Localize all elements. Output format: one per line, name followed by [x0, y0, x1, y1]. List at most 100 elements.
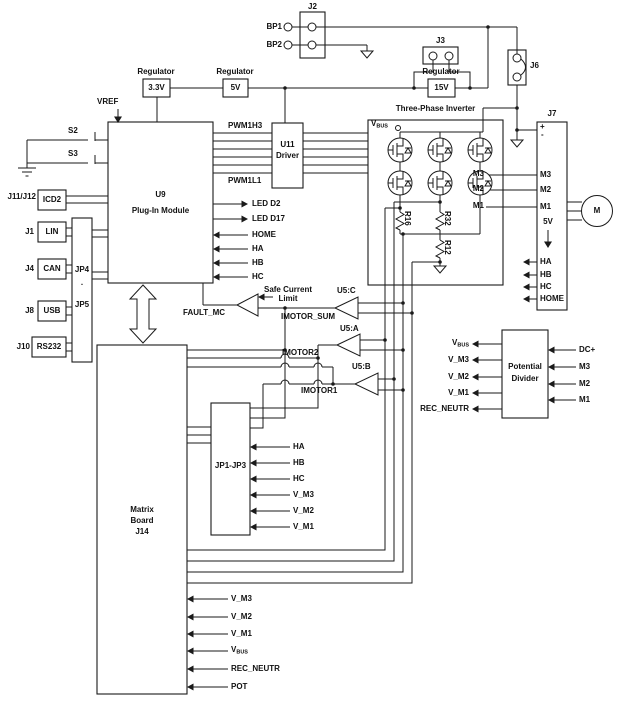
u5c-label: U5:C	[337, 286, 356, 295]
matrix-rec-neutr-label: REC_NEUTR	[231, 664, 280, 673]
u5c-opamp-icon	[333, 296, 359, 320]
regulator-3v3-title: Regulator	[137, 67, 175, 76]
j10-label: J10	[16, 342, 30, 351]
vbus-terminal	[395, 125, 401, 131]
inverter-internal-wires	[385, 131, 537, 266]
pin-circles	[283, 22, 613, 227]
divider-rec-neutr-label: REC_NEUTR	[420, 404, 469, 413]
imotor-sum-label: IMOTOR_SUM	[281, 312, 336, 321]
jp-ha-label: HA	[293, 442, 305, 451]
fault-mc-label: FAULT_MC	[183, 308, 226, 317]
inverter-vbus-label: VBUS	[371, 119, 388, 130]
potential-divider-box	[501, 329, 549, 419]
u9-ha-label: HA	[252, 244, 264, 253]
rs232-box	[31, 336, 67, 358]
j6-label: J6	[530, 61, 539, 70]
u9-hc-label: HC	[252, 272, 264, 281]
u11-box	[271, 122, 304, 189]
top-wires	[18, 26, 537, 177]
inverter-title: Three-Phase Inverter	[395, 104, 476, 113]
usb-box	[37, 300, 67, 322]
junction-dots	[283, 25, 519, 392]
j7-ha-label: HA	[540, 257, 552, 266]
motor-label: M	[593, 206, 601, 215]
divider-v-m3-label: V_M3	[448, 355, 469, 364]
r32-resistor-icon	[434, 211, 446, 231]
divider-v-m1-label: V_M1	[448, 388, 469, 397]
u5b-label: U5:B	[352, 362, 371, 371]
bp1-label: BP1	[266, 22, 282, 31]
u11-name: Driver	[275, 151, 300, 160]
safe-current-label-1: Safe Current	[263, 285, 312, 294]
led-d17-label: LED D17	[252, 214, 285, 223]
r12-label: R12	[443, 240, 452, 255]
pwm-and-u9-wires	[66, 132, 368, 352]
j7-label: J7	[547, 109, 557, 118]
jumper-block-box	[71, 217, 93, 363]
vbus-base: V	[231, 645, 237, 654]
divider-m2-label: M2	[579, 379, 591, 388]
j7-5v-label: 5V	[543, 217, 553, 226]
r16-label: R16	[403, 211, 412, 226]
j4-label: J4	[25, 264, 34, 273]
matrix-board-box	[96, 344, 188, 695]
divider-dc-plus-label: DC+	[579, 345, 596, 354]
analog-wires	[187, 283, 412, 444]
r12-resistor-icon	[434, 239, 446, 259]
j11-j12-label: J11/J12	[7, 192, 36, 201]
inverter-m2-label: M2	[472, 184, 484, 193]
u9-home-label: HOME	[252, 230, 276, 239]
pwm1l1-label: PWM1L1	[228, 176, 262, 185]
inverter-m1-label: M1	[472, 201, 484, 210]
j7-plus-label: +	[540, 122, 545, 131]
j7-m2-label: M2	[540, 185, 552, 194]
j1-label: J1	[25, 227, 34, 236]
icd2-label: ICD2	[42, 195, 62, 204]
opamp-icons	[235, 293, 379, 396]
regulator-15v-title: Regulator	[422, 67, 460, 76]
j7-m1-label: M1	[540, 202, 552, 211]
imotor2-label: IMOTOR2	[282, 348, 319, 357]
regulator-5v-title: Regulator	[216, 67, 254, 76]
can-label: CAN	[43, 264, 61, 273]
lin-box	[37, 221, 67, 243]
pwm1h3-label: PWM1H3	[228, 121, 263, 130]
divider-m1-label: M1	[579, 395, 591, 404]
jp-v-m1-label: V_M1	[293, 522, 314, 531]
u9-name: Plug-In Module	[131, 206, 190, 215]
matrix-v-m2-label: V_M2	[231, 612, 252, 621]
jp-v-m3-label: V_M3	[293, 490, 314, 499]
jp-hb-label: HB	[293, 458, 305, 467]
matrix-name-2: Board	[130, 516, 154, 525]
divider-vbus-label: VBUS	[429, 338, 469, 349]
divider-name-1: Potential	[508, 362, 542, 371]
matrix-v-m3-label: V_M3	[231, 594, 252, 603]
safe-current-label-2: Limit	[278, 294, 298, 303]
regulator-5v-value: 5V	[230, 83, 241, 92]
regulator-3v3-value: 3.3V	[148, 83, 165, 92]
u5a-opamp-icon	[335, 333, 361, 357]
vbus-sub: BUS	[457, 342, 469, 349]
bp2-testpoint	[283, 40, 293, 50]
vbus-base: V	[452, 338, 458, 347]
matrix-v-m1-label: V_M1	[231, 629, 252, 638]
jp-hc-label: HC	[293, 474, 305, 483]
matrix-ref: J14	[135, 527, 149, 536]
led-d2-label: LED D2	[252, 199, 281, 208]
matrix-name-1: Matrix	[130, 505, 154, 514]
bidirectional-bus-arrow-icon	[128, 284, 158, 344]
stub-wires	[193, 201, 582, 688]
vbus-sub: BUS	[376, 123, 388, 130]
j7-home-label: HOME	[540, 294, 564, 303]
rs232-label: RS232	[36, 342, 62, 351]
vref-label: VREF	[97, 97, 119, 106]
matrix-vbus-label: VBUS	[231, 645, 248, 656]
can-box	[37, 258, 67, 280]
u5b-opamp-icon	[353, 372, 379, 396]
j7-box	[536, 121, 568, 311]
ground-icons	[359, 50, 525, 274]
icd2-box	[37, 189, 67, 211]
u9-hb-label: HB	[252, 258, 264, 267]
